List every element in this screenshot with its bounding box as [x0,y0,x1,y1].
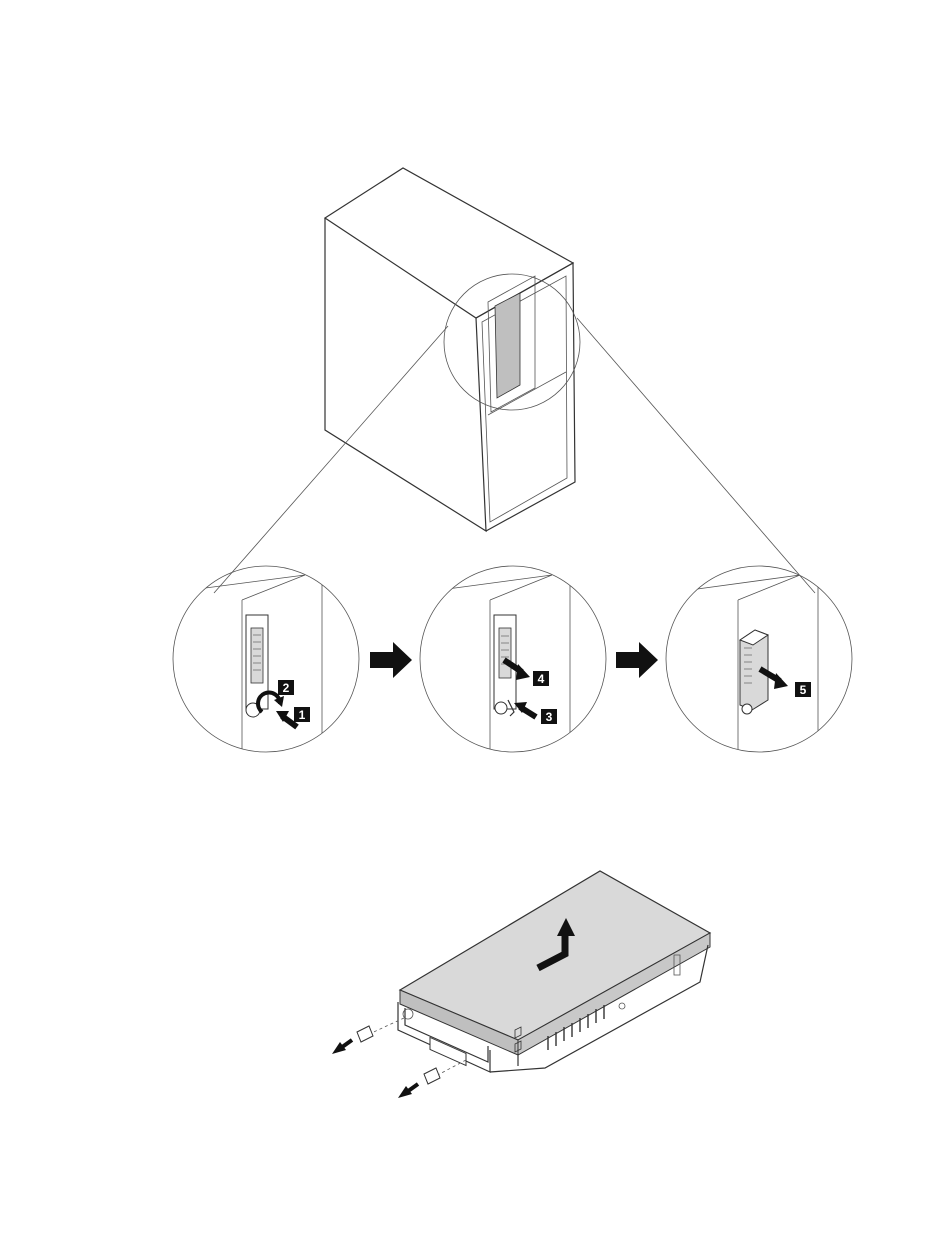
callout-line-left [214,326,448,593]
detail-circle-3: 5 [666,566,852,760]
svg-text:3: 3 [546,710,553,724]
detail-circle-1: 2 1 [173,566,359,760]
svg-text:4: 4 [538,672,545,686]
arrow-right-icon [616,642,658,678]
computer-tower-icon [325,168,575,531]
svg-text:1: 1 [299,708,306,722]
callout-badge-1: 1 [294,707,310,722]
arrow-right-icon [370,642,412,678]
callout-badge-4: 4 [533,671,549,686]
callout-badge-5: 5 [795,682,811,697]
callout-line-right [577,318,815,593]
callout-badge-2: 2 [278,680,294,695]
screw-icon [398,1060,466,1098]
storage-module-icon [398,871,710,1072]
detail-circle-2: 4 3 [420,566,606,760]
svg-text:5: 5 [800,683,807,697]
callout-badge-3: 3 [541,709,557,724]
svg-text:2: 2 [283,681,290,695]
screw-icon [332,1018,404,1054]
